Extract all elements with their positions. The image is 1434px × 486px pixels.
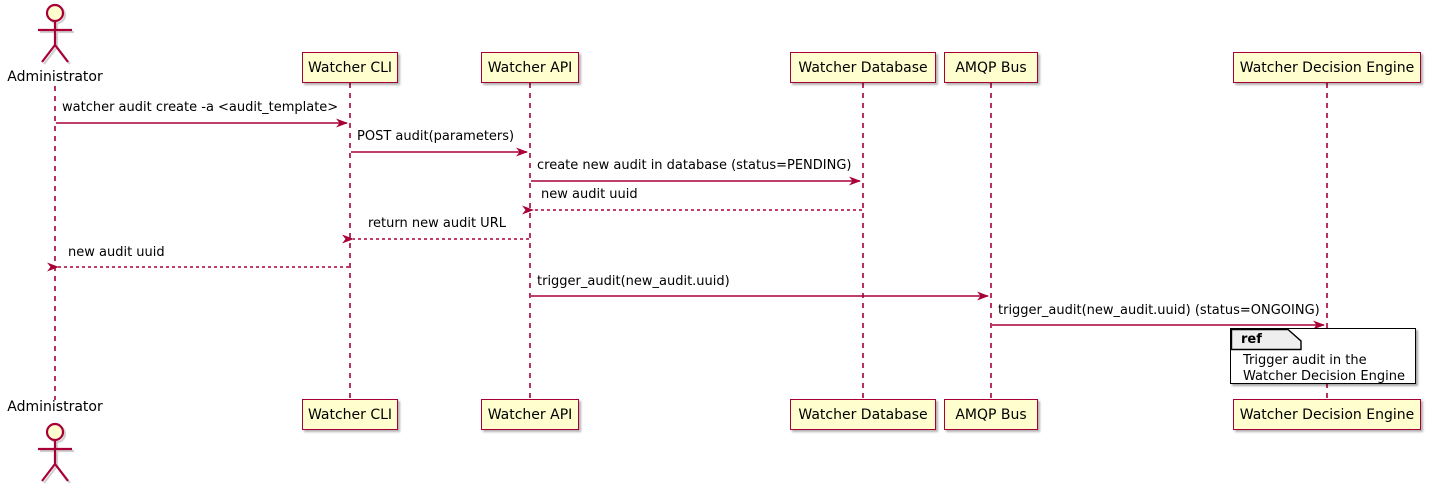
actor-label-administrator-top: Administrator [5, 69, 105, 85]
message-label-8: trigger_audit(new_audit.uuid) (status=ON… [998, 303, 1320, 318]
participant-label-watcher-cli-bottom: Watcher CLI [307, 406, 393, 423]
message-label-6: new audit uuid [68, 245, 165, 260]
participant-box-watcher-cli-top[interactable]: Watcher CLI [302, 52, 398, 83]
message-label-7: trigger_audit(new_audit.uuid) [537, 274, 730, 289]
actor-name-administrator-top: Administrator [7, 69, 103, 85]
participant-box-watcher-api-top[interactable]: Watcher API [481, 52, 579, 83]
participant-box-watcher-decision-engine-bottom[interactable]: Watcher Decision Engine [1233, 399, 1421, 430]
participant-label-watcher-api: Watcher API [487, 59, 573, 76]
participant-box-amqp-bus-bottom[interactable]: AMQP Bus [944, 399, 1038, 430]
actor-administrator-bottom [38, 422, 74, 484]
lifelines [54, 83, 1328, 400]
participant-box-watcher-decision-engine-top[interactable]: Watcher Decision Engine [1233, 52, 1421, 83]
actor-administrator-top [38, 3, 74, 65]
participant-box-watcher-database-bottom[interactable]: Watcher Database [790, 399, 936, 430]
message-label-3: create new audit in database (status=PEN… [537, 158, 852, 173]
participant-label-watcher-cli: Watcher CLI [307, 59, 393, 76]
participant-label-watcher-database: Watcher Database [798, 59, 928, 76]
message-label-4: new audit uuid [541, 187, 638, 202]
message-label-5: return new audit URL [368, 216, 506, 231]
participant-box-watcher-database-top[interactable]: Watcher Database [790, 52, 936, 83]
participant-box-watcher-api-bottom[interactable]: Watcher API [481, 399, 579, 430]
participant-box-watcher-cli-bottom[interactable]: Watcher CLI [302, 399, 398, 430]
participant-label-watcher-decision-engine-bottom: Watcher Decision Engine [1239, 406, 1415, 423]
participant-label-amqp-bus: AMQP Bus [955, 59, 1027, 76]
ref-body-line-2: Watcher Decision Engine [1243, 369, 1405, 384]
message-label-1: watcher audit create -a <audit_template> [62, 100, 339, 115]
ref-body-text: Trigger audit in the Watcher Decision En… [1243, 353, 1405, 385]
ref-body-line-1: Trigger audit in the [1243, 353, 1367, 368]
message-label-2: POST audit(parameters) [357, 129, 515, 144]
participant-label-watcher-api-bottom: Watcher API [487, 406, 573, 423]
participant-label-amqp-bus-bottom: AMQP Bus [955, 406, 1027, 423]
ref-fragment-trigger-audit[interactable]: ref Trigger audit in the Watcher Decisio… [1230, 328, 1416, 384]
participant-label-watcher-decision-engine: Watcher Decision Engine [1239, 59, 1415, 76]
participant-box-amqp-bus-top[interactable]: AMQP Bus [944, 52, 1038, 83]
ref-tab-shape [1231, 329, 1302, 351]
ref-keyword-label: ref [1241, 332, 1262, 347]
actor-label-administrator-bottom: Administrator [5, 399, 105, 415]
participant-label-watcher-database-bottom: Watcher Database [798, 406, 928, 423]
message-arrows [47, 118, 1325, 330]
actor-name-administrator-bottom: Administrator [7, 399, 103, 415]
